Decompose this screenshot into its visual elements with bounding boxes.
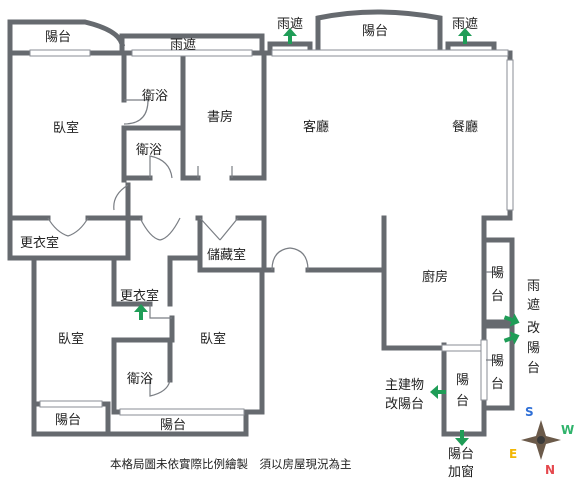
label-main-structure-2: 改陽台 [385, 397, 424, 412]
label-bath-2: 衛浴 [136, 143, 162, 158]
arrow-up-icon [458, 28, 472, 44]
markers [134, 28, 520, 446]
walls [7, 9, 515, 437]
label-living-room: 客廳 [303, 119, 329, 135]
compass-icon: S W E N [509, 405, 574, 477]
label-dining-room: 餐廳 [452, 119, 478, 135]
label-balcony-right-main-2: 台 [456, 394, 469, 409]
label-kitchen: 廚房 [422, 269, 448, 285]
label-canopy-to-balcony-2: 遮 [527, 297, 540, 313]
compass-north: N [545, 463, 555, 477]
label-balcony-right-lower-1: 陽 [491, 354, 504, 369]
label-canopy-to-balcony-3: 改 [527, 321, 540, 336]
arrow-up-icon [283, 28, 297, 44]
label-main-structure-1: 主建物 [385, 378, 424, 393]
arrow-down-icon [455, 430, 469, 446]
compass-south: S [525, 405, 534, 419]
label-balcony-right-upper-1: 陽 [491, 266, 504, 281]
label-balcony-right-upper-2: 台 [491, 289, 504, 304]
label-balcony-top-mid: 陽台 [362, 24, 388, 39]
label-balcony-bottom-mid: 陽台 [160, 418, 186, 433]
label-canopy-top-mid: 雨遮 [277, 16, 303, 32]
label-dressing-room-2: 更衣室 [120, 288, 159, 304]
label-balcony-top-left: 陽台 [45, 30, 71, 45]
label-bedroom-3: 臥室 [200, 331, 226, 347]
label-bedroom-1: 臥室 [53, 120, 79, 136]
label-balcony-window-1: 陽台 [448, 447, 474, 462]
label-bath-3: 衛浴 [127, 372, 153, 387]
footer-note: 本格局圖未依實際比例繪製 須以房屋現況為主 [110, 457, 352, 471]
label-balcony-window-2: 加窗 [448, 464, 474, 480]
compass-east: E [509, 447, 517, 461]
arrow-right-icon [503, 331, 520, 345]
label-canopy-to-balcony-5: 台 [527, 361, 540, 376]
label-dressing-room-1: 更衣室 [20, 235, 59, 251]
label-study: 書房 [207, 109, 233, 125]
label-balcony-right-lower-2: 台 [491, 377, 504, 392]
label-bedroom-2: 臥室 [58, 331, 84, 347]
label-balcony-right-main-1: 陽 [456, 373, 469, 388]
arrow-right-icon [503, 313, 520, 327]
room-labels: 陽台 雨遮 雨遮 陽台 雨遮 臥室 衛浴 衛浴 書房 客廳 餐廳 更衣室 儲藏室… [20, 16, 540, 480]
label-canopy-top-left: 雨遮 [170, 37, 196, 53]
label-canopy-top-right: 雨遮 [452, 16, 478, 32]
compass-west: W [561, 423, 574, 437]
label-canopy-to-balcony-4: 陽 [527, 341, 540, 356]
label-balcony-bottom-left: 陽台 [55, 413, 81, 428]
arrow-up-icon [134, 304, 148, 320]
arrow-left-icon [430, 385, 446, 399]
label-bath-1: 衛浴 [142, 89, 168, 104]
label-storage: 儲藏室 [207, 247, 246, 263]
label-canopy-to-balcony-1: 雨 [527, 279, 540, 294]
doors [47, 99, 500, 397]
windows [29, 49, 514, 416]
